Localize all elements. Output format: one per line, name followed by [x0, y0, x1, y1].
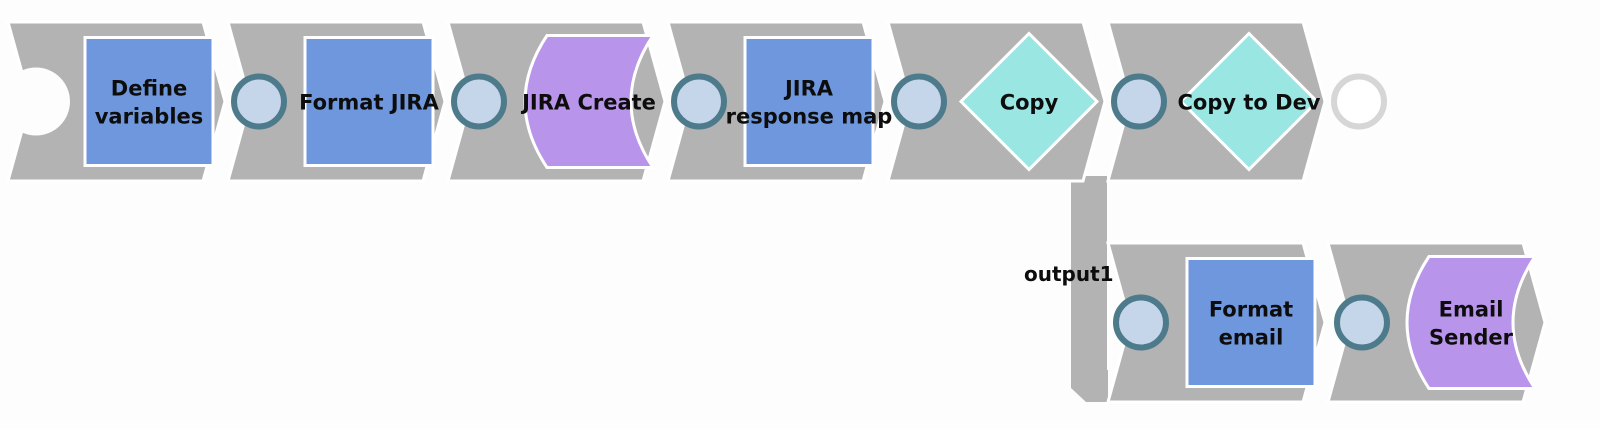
output-port[interactable]: [1334, 294, 1390, 351]
snap-copy[interactable]: Copy: [958, 31, 1100, 172]
snap-format-jira[interactable]: Format JIRA: [299, 36, 440, 167]
snap-define-variables[interactable]: Define variables: [83, 36, 215, 167]
branch-connector: [1071, 176, 1107, 376]
branch-output-label: output1: [1024, 262, 1114, 286]
output-port[interactable]: [891, 73, 947, 130]
output-port[interactable]: [231, 73, 287, 130]
snap-label: Copy to Dev: [1177, 91, 1320, 115]
snap-label: variables: [95, 105, 204, 129]
output-port[interactable]: [451, 73, 507, 130]
flow-snap-icon: [1178, 31, 1320, 172]
write-snap-icon: [523, 34, 656, 169]
output-port[interactable]: [1111, 73, 1167, 130]
flow-snap-icon: [958, 31, 1100, 172]
script-snap-icon: [743, 36, 875, 167]
output-port[interactable]: [671, 73, 727, 130]
snap-copy-to-dev[interactable]: Copy to Dev: [1177, 31, 1321, 172]
snap-label: response map: [726, 105, 893, 129]
write-snap-icon: [1405, 255, 1538, 390]
snap-label: Format JIRA: [299, 91, 439, 115]
pipeline-ports: [2, 67, 1390, 351]
snap-label: email: [1219, 326, 1284, 350]
branch-input-port[interactable]: [1113, 294, 1169, 351]
open-output-port[interactable]: [1331, 73, 1387, 130]
script-snap-icon: [1185, 257, 1317, 388]
snap-jira-create[interactable]: JIRA Create: [520, 34, 656, 169]
snap-label: Copy: [1000, 91, 1059, 115]
snap-label: Define: [111, 77, 187, 101]
snap-format-email[interactable]: Format email: [1185, 257, 1317, 388]
snap-label: Email: [1439, 298, 1504, 322]
script-snap-icon: [83, 36, 215, 167]
snap-label: JIRA Create: [520, 91, 656, 115]
snap-jira-response-map[interactable]: JIRA response map: [726, 36, 893, 167]
pipeline-start-notch: [2, 67, 70, 136]
script-snap-icon: [303, 36, 435, 167]
snap-label: Sender: [1429, 326, 1514, 350]
snap-label: Format: [1209, 298, 1293, 322]
branch-connector-foot: [1071, 370, 1108, 402]
snap-label: JIRA: [783, 77, 834, 101]
